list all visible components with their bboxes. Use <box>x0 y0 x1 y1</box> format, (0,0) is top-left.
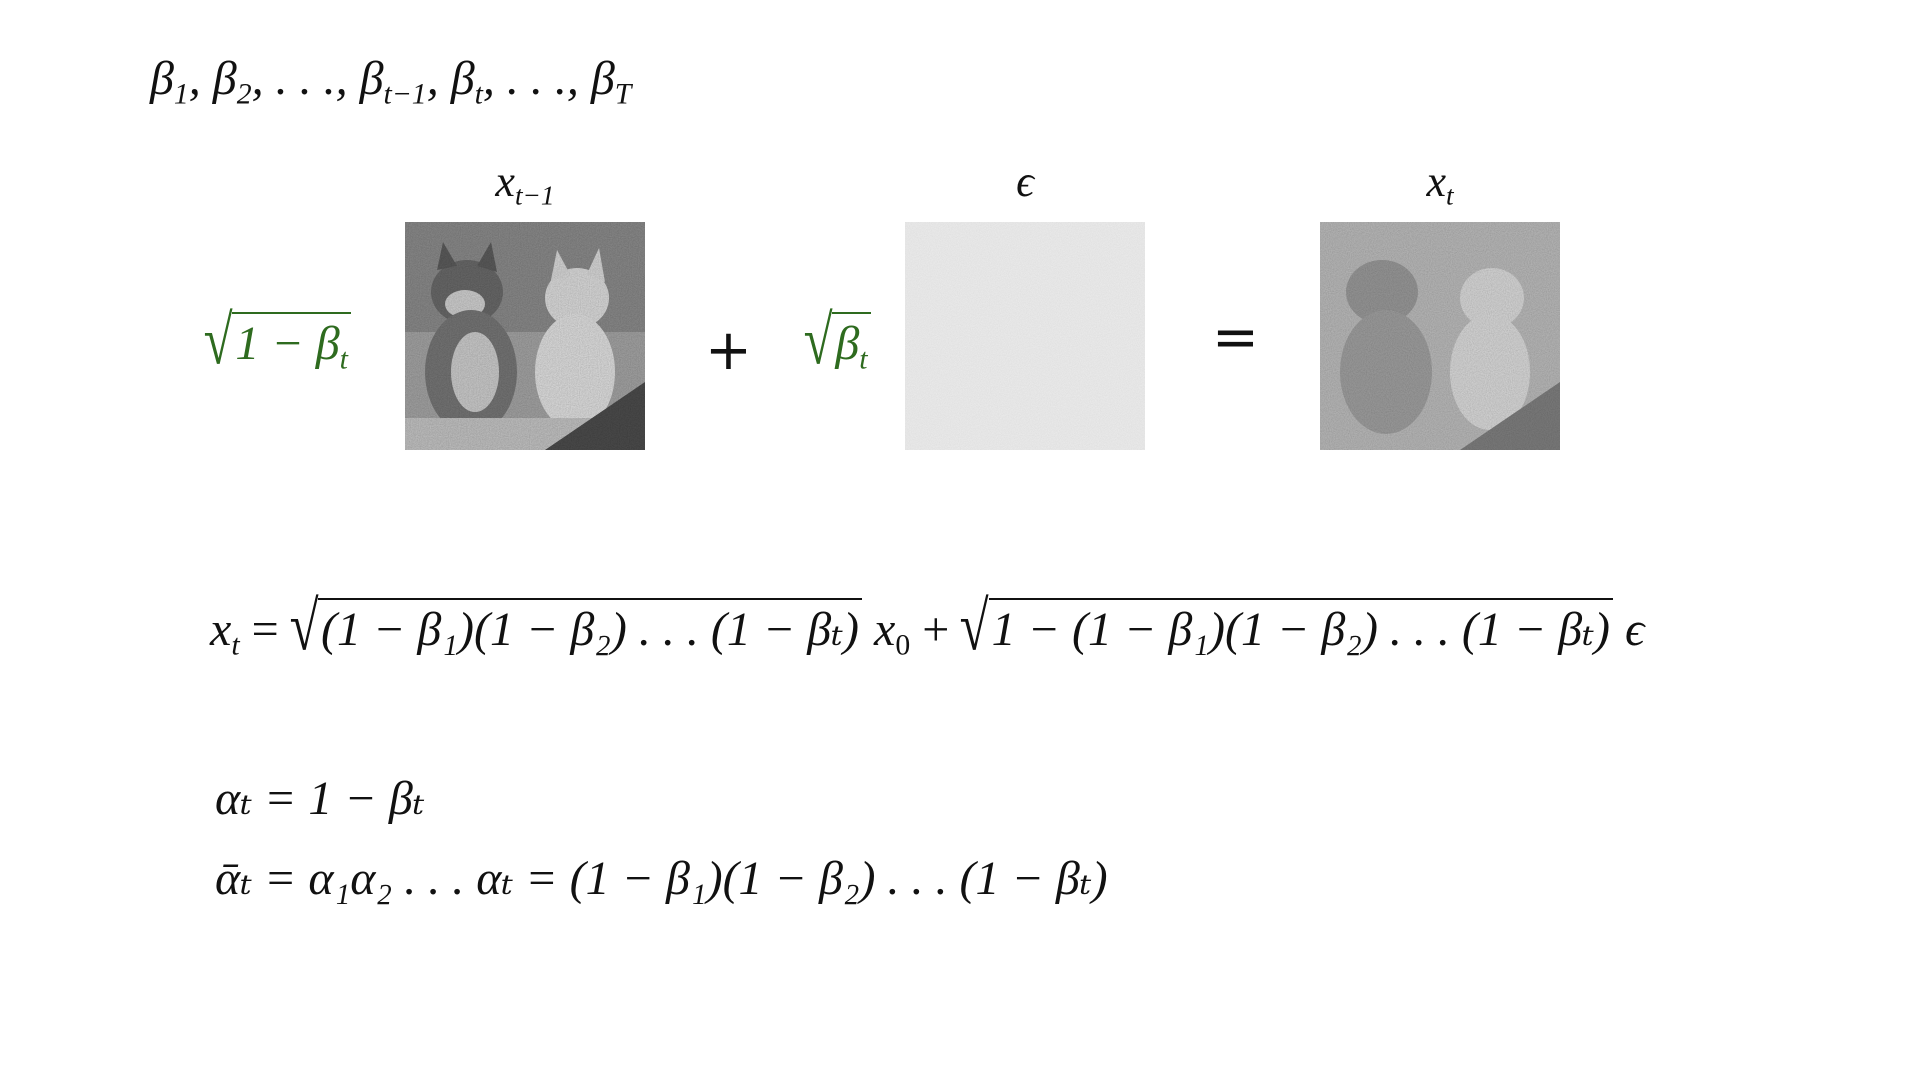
caption-x-t-minus-1: xt−1 <box>495 157 555 211</box>
equation-xt-closed-form: xt = √(1 − β₁)(1 − β₂) . . . (1 − βₜ) x0… <box>210 588 1645 666</box>
image-x-t-minus-1 <box>405 222 645 450</box>
ellipsis: . . . <box>506 52 567 105</box>
beta-schedule: β1, β2, . . ., βt−1, βt, . . ., βT <box>150 52 632 111</box>
beta-t-minus-1: βt−1 <box>359 52 427 111</box>
image-noise-epsilon <box>905 222 1145 450</box>
image-x-t <box>1320 222 1560 450</box>
coef-sqrt-beta: √βt <box>804 307 871 376</box>
equation-alpha-bar-t: ᾱₜ = α₁α₂ . . . αₜ = (1 − β₁)(1 − β₂) . … <box>215 852 1108 905</box>
beta-2: β2 <box>212 52 252 111</box>
caption-epsilon: ϵ <box>1016 157 1034 206</box>
ellipsis: . . . <box>275 52 336 105</box>
plus-operator: + <box>705 318 752 383</box>
beta-T: βT <box>590 52 632 111</box>
coef-sqrt-one-minus-beta: √1 − βt <box>204 307 351 376</box>
radicand-alpha-bar: (1 − β₁)(1 − β₂) . . . (1 − βₜ) <box>318 598 863 654</box>
radicand-one-minus-alpha-bar: 1 − (1 − β₁)(1 − β₂) . . . (1 − βₜ) <box>988 598 1614 654</box>
beta-1: β1 <box>150 52 189 111</box>
caption-x-t: xt <box>1426 157 1454 211</box>
beta-t: βt <box>450 52 483 111</box>
equation-alpha-t: αₜ = 1 − βₜ <box>215 772 425 825</box>
equals-operator: = <box>1212 305 1259 370</box>
